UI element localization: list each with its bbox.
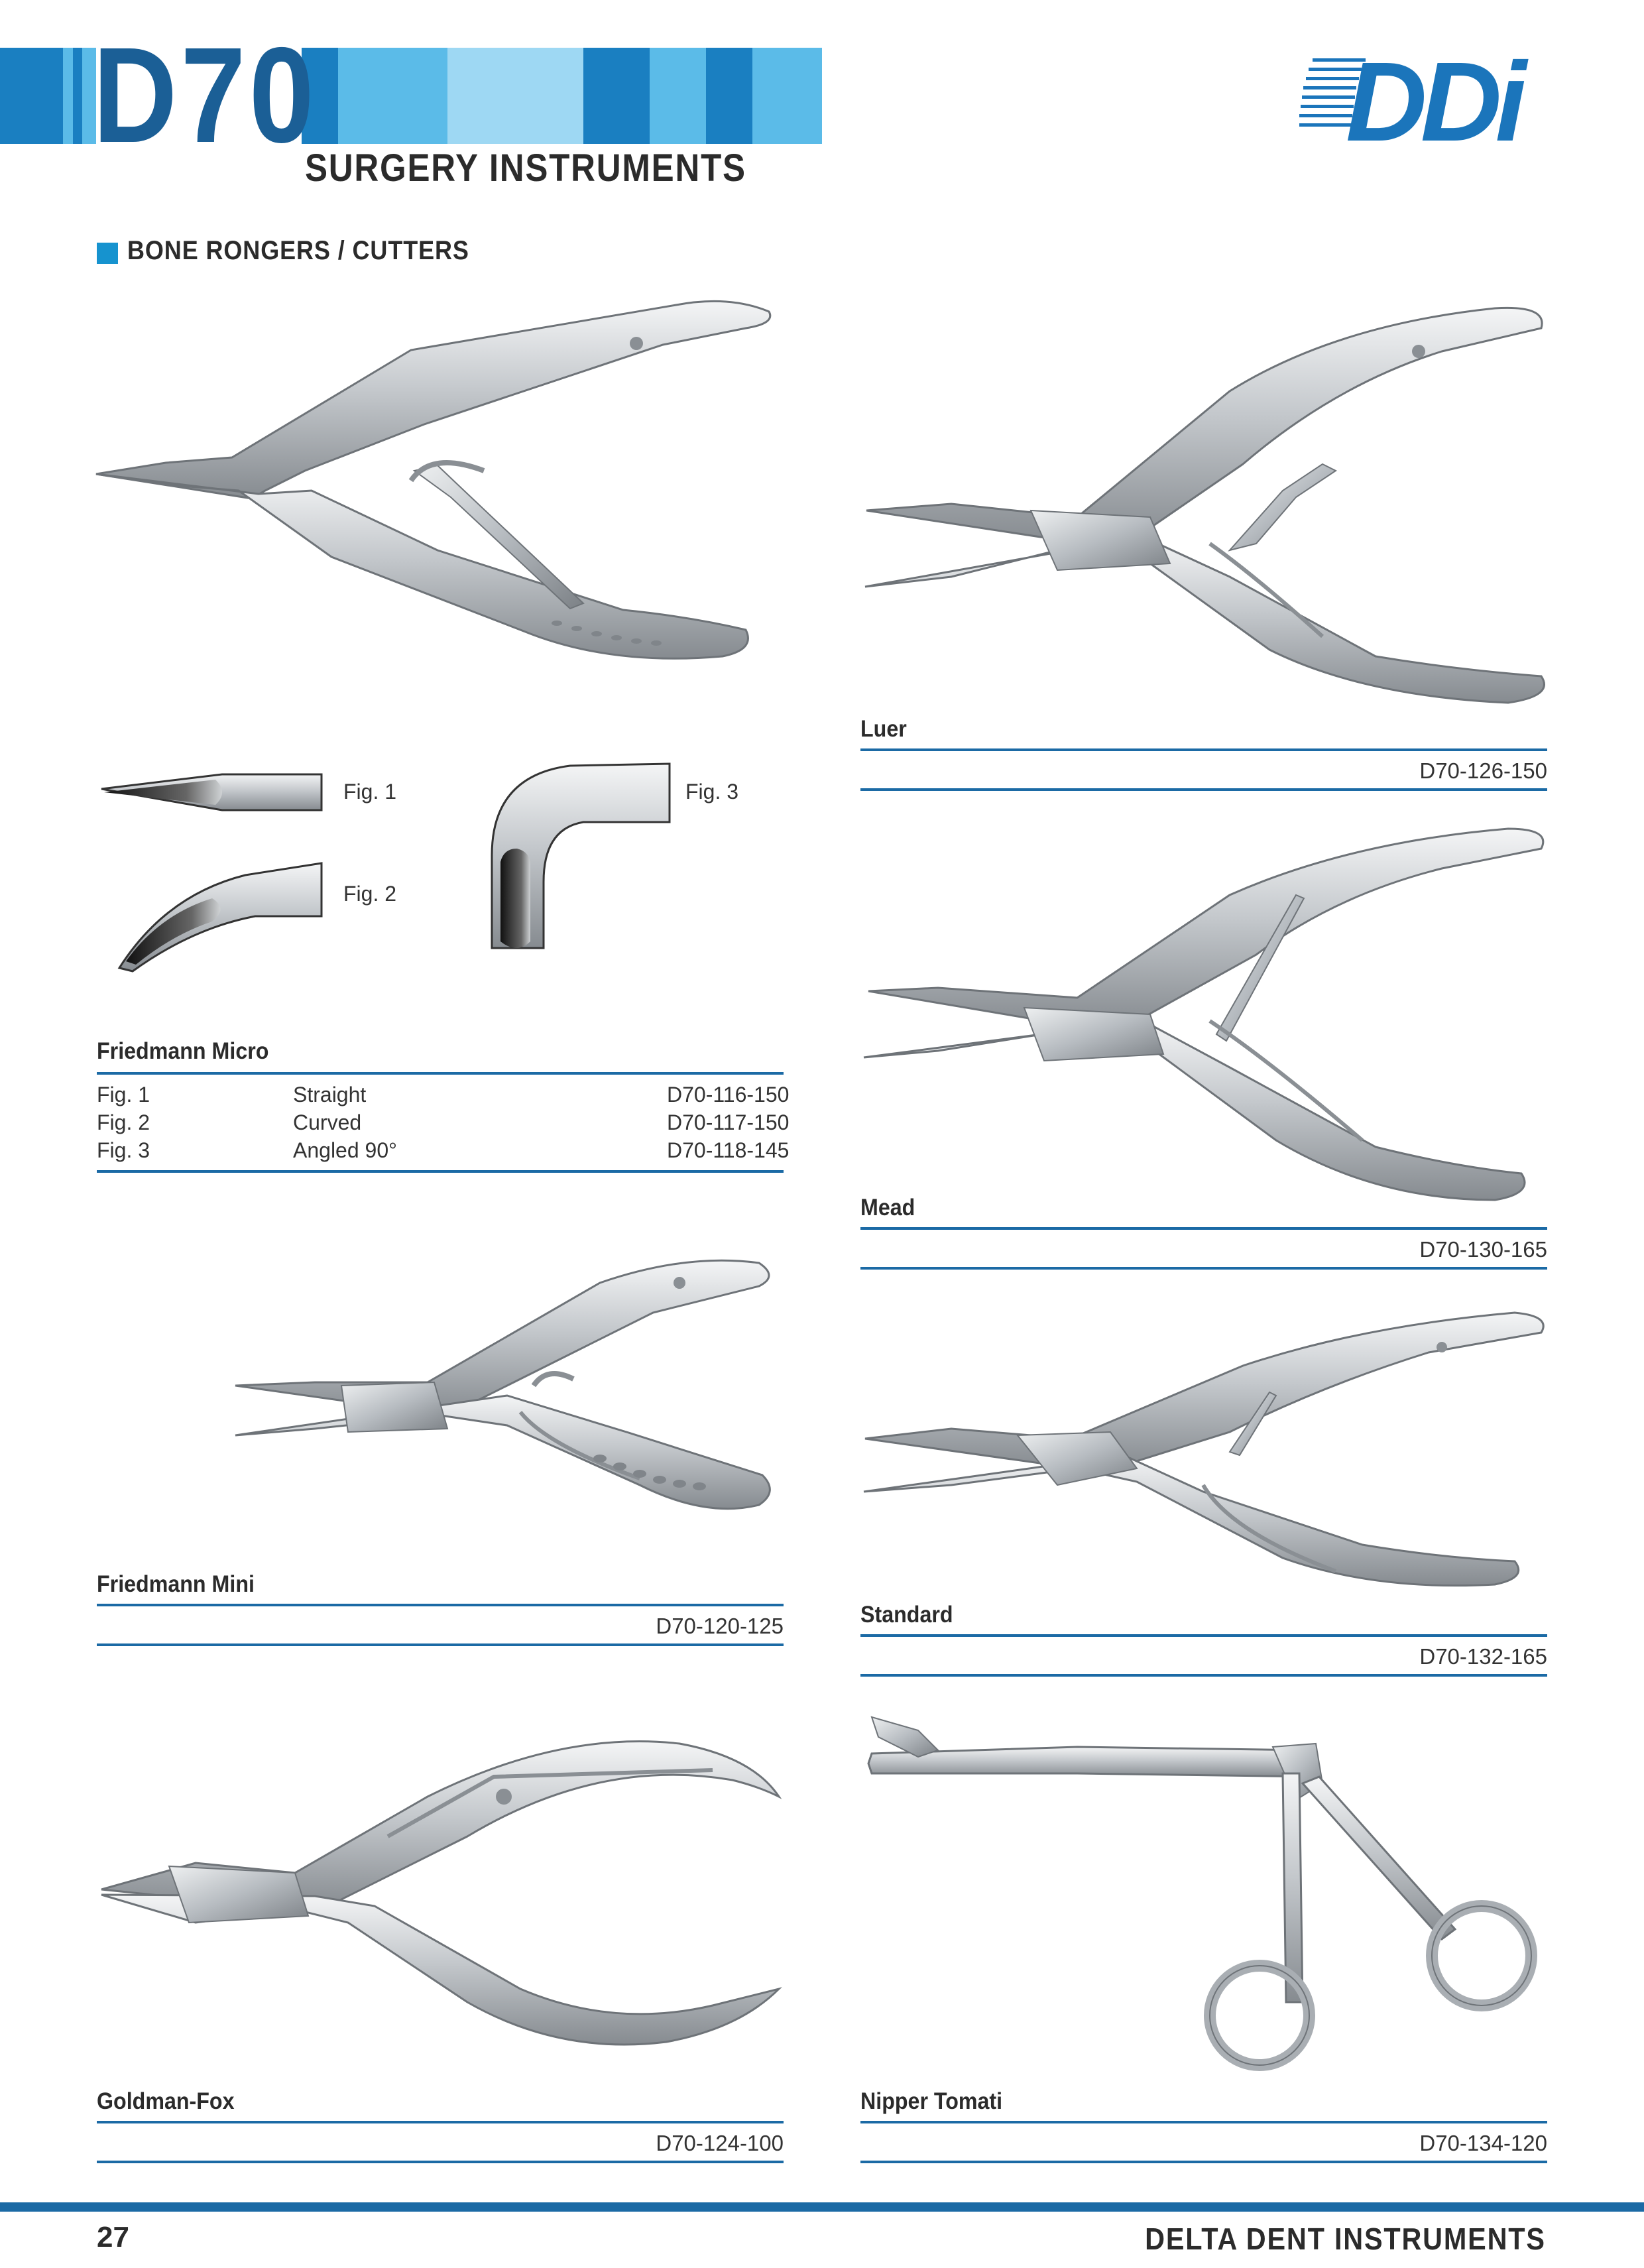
fig3-label: Fig. 3: [685, 780, 739, 804]
band-segment: [447, 48, 583, 144]
fig2-label: Fig. 2: [343, 882, 397, 906]
mead-image: [863, 827, 1545, 1201]
row-code: D70-117-150: [667, 1110, 790, 1134]
band-segment: [302, 48, 338, 144]
row-fig: Fig. 1: [97, 1083, 150, 1106]
friedmann-micro-image: [95, 300, 772, 660]
row-desc: Curved: [293, 1110, 362, 1134]
catalog-code: D70: [93, 19, 318, 171]
table-row: D70-118-145: [667, 1136, 789, 1165]
product-code-luer: D70-126-150: [1419, 758, 1547, 783]
product-code-standard: D70-132-165: [1419, 1644, 1547, 1669]
friedmann-mini-image: [235, 1259, 771, 1510]
band-segment: [73, 48, 82, 144]
product-code-mead: D70-130-165: [1419, 1237, 1547, 1262]
page-number: 27: [97, 2221, 129, 2253]
fig3-tip-illustration: [491, 762, 671, 949]
row-code: D70-116-150: [667, 1083, 790, 1106]
divider: [860, 1267, 1547, 1270]
divider: [97, 2161, 784, 2163]
divider: [860, 1227, 1547, 1230]
divider: [97, 1170, 784, 1173]
nipper-tomati-image: [867, 1716, 1537, 2071]
band-segment: [338, 48, 447, 144]
row-desc: Straight: [293, 1083, 367, 1106]
divider: [97, 2121, 784, 2123]
table-row: Curved: [293, 1108, 361, 1137]
row-fig: Fig. 2: [97, 1110, 150, 1134]
divider: [860, 748, 1547, 751]
table-row: Straight: [293, 1081, 366, 1109]
row-desc: Angled 90°: [293, 1138, 397, 1162]
footer-brand: DELTA DENT INSTRUMENTS: [1145, 2222, 1546, 2256]
table-row: D70-117-150: [667, 1108, 789, 1137]
divider: [860, 1674, 1547, 1677]
table-row: Fig. 1: [97, 1081, 150, 1109]
product-name-goldman-fox: Goldman-Fox: [97, 2088, 235, 2114]
product-code-friedmann-mini: D70-120-125: [656, 1614, 784, 1638]
goldman-fox-image: [101, 1740, 782, 2046]
product-code-goldman-fox: D70-124-100: [656, 2131, 784, 2155]
ddi-logo: DDi: [1299, 39, 1536, 165]
table-row: Fig. 3: [97, 1136, 150, 1165]
product-name-friedmann-mini: Friedmann Mini: [97, 1571, 255, 1597]
logo-text: DDi: [1346, 39, 1529, 165]
band-segment: [96, 48, 302, 144]
divider: [860, 2121, 1547, 2123]
band-segment: [706, 48, 752, 144]
fig2-tip-illustration: [117, 862, 323, 973]
footer-bar: [0, 2202, 1644, 2212]
divider: [860, 1634, 1547, 1637]
product-name-standard: Standard: [860, 1602, 953, 1628]
table-row: Fig. 2: [97, 1108, 150, 1137]
section-marker: [97, 243, 118, 264]
divider: [97, 1072, 784, 1075]
fig1-tip-illustration: [101, 773, 323, 811]
product-name-friedmann-micro: Friedmann Micro: [97, 1038, 269, 1064]
product-name-nipper-tomati: Nipper Tomati: [860, 2088, 1003, 2114]
divider: [97, 1604, 784, 1606]
fig1-label: Fig. 1: [343, 780, 397, 804]
band-segment: [583, 48, 650, 144]
product-name-mead: Mead: [860, 1195, 915, 1221]
band-segment: [650, 48, 706, 144]
section-title: BONE RONGERS / CUTTERS: [127, 236, 469, 265]
band-segment: [752, 48, 822, 144]
standard-image: [863, 1311, 1545, 1587]
page-title: SURGERY INSTRUMENTS: [305, 147, 746, 190]
row-fig: Fig. 3: [97, 1138, 150, 1162]
divider: [860, 788, 1547, 791]
divider: [97, 1643, 784, 1646]
product-code-nipper-tomati: D70-134-120: [1419, 2131, 1547, 2155]
band-segment: [0, 48, 63, 144]
product-name-luer: Luer: [860, 716, 907, 742]
row-code: D70-118-145: [667, 1138, 790, 1162]
table-row: D70-116-150: [667, 1081, 789, 1109]
divider: [860, 2161, 1547, 2163]
luer-image: [864, 306, 1545, 704]
table-row: Angled 90°: [293, 1136, 397, 1165]
